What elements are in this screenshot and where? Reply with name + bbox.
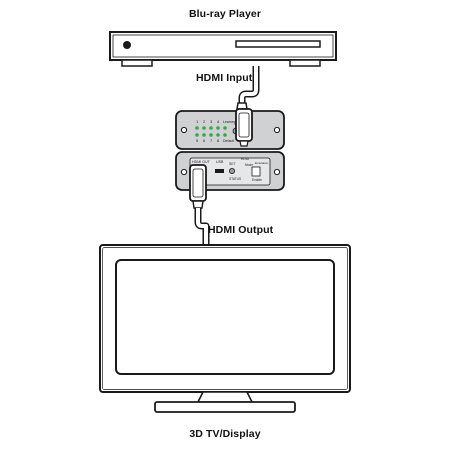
emulation-label: Emulation [255, 161, 269, 165]
tv-screen [115, 259, 335, 375]
enable-label: Enable [252, 178, 262, 182]
player-foot-right [289, 59, 321, 67]
hdmi-output-connector [189, 164, 207, 202]
mode-label: Mode [245, 163, 253, 167]
tv-stand-base [154, 401, 296, 413]
sink-device-label: 3D TV/Display [189, 428, 261, 440]
led-number-5: 5 [196, 138, 199, 143]
usb-label: USB [216, 160, 224, 164]
blu-ray-player [109, 31, 337, 67]
led-number-8: 8 [217, 138, 220, 143]
source-device-label: Blu-ray Player [188, 8, 262, 20]
tv-display [99, 244, 351, 413]
led-number-7: 7 [210, 138, 213, 143]
edid-emulator-front-view: HDMI OUT USB EDID SET STATUS Mode Emulat… [175, 151, 285, 209]
set-button [228, 167, 235, 174]
led-number-1: 1 [196, 119, 199, 124]
hdmi-out-label: HDMI OUT [192, 160, 211, 164]
led-number-4: 4 [217, 119, 220, 124]
tv-stand-neck [196, 391, 254, 403]
power-button-icon [123, 41, 131, 49]
hdmi-output-cable [194, 208, 210, 247]
led-number-6: 6 [203, 138, 206, 143]
hdmi-input-connector [235, 108, 253, 142]
led-row-bottom [195, 133, 227, 137]
usb-port [215, 169, 224, 173]
hdmi-output-label: HDMI Output [208, 224, 274, 236]
edid-emulator-top-view: 1 2 3 4 Learned 5 6 7 8 Default Select [175, 108, 285, 150]
set-label: SET [229, 162, 236, 166]
default-label: Default [223, 139, 234, 143]
learned-label: Learned [223, 120, 236, 124]
disc-tray [235, 40, 321, 48]
led-row-top [195, 126, 227, 130]
led-number-3: 3 [210, 119, 213, 124]
edid-label: EDID [241, 157, 250, 161]
status-label: STATUS [229, 177, 241, 181]
hdmi-input-label: HDMI Input [196, 72, 253, 84]
dip-switch [251, 166, 261, 177]
hdmi-input-cable [236, 66, 260, 110]
led-number-2: 2 [203, 119, 206, 124]
player-foot-left [121, 59, 153, 67]
